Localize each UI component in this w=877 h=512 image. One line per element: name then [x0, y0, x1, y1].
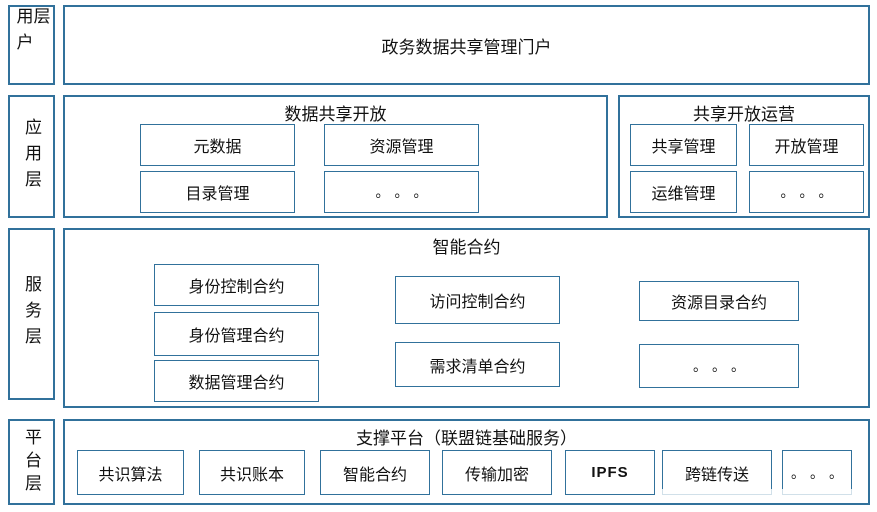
box-smart-contract: 智能合约 [320, 450, 430, 495]
box-catalog-management: 目录管理 [140, 171, 295, 213]
box-open-management: 开放管理 [749, 124, 864, 166]
portal-box: 政务数据共享管理门户 [63, 5, 870, 85]
layer-label-platform: 平台层 [8, 419, 55, 505]
box-data-sharing-ellipsis: 。。。 [324, 171, 479, 213]
box-access-control-contract: 访问控制合约 [395, 276, 560, 324]
portal-title: 政务数据共享管理门户 [381, 37, 552, 57]
box-identity-control-contract: 身份控制合约 [154, 264, 319, 306]
group-data-sharing-title: 数据共享开放 [284, 105, 387, 124]
layer-label-service: 服务层 [8, 228, 55, 400]
group-open-operation: 共享开放运营 共享管理 开放管理 运维管理 。。。 [618, 95, 870, 218]
box-transport-encryption: 传输加密 [442, 450, 552, 495]
box-identity-management-contract: 身份管理合约 [154, 312, 319, 356]
box-resource-management: 资源管理 [324, 124, 479, 166]
group-support-platform: 支撑平台（联盟链基础服务） 共识算法 共识账本 智能合约 传输加密 IPFS 跨… [63, 419, 870, 505]
layer-label-platform-text: 平台层 [22, 427, 41, 497]
layer-label-application: 应用层 [8, 95, 55, 218]
watermark-overlay [655, 489, 867, 502]
group-open-operation-title: 共享开放运营 [693, 105, 795, 124]
layer-label-application-text: 应用层 [22, 117, 41, 196]
box-data-management-contract: 数据管理合约 [154, 360, 319, 402]
group-support-platform-title: 支撑平台（联盟链基础服务） [356, 429, 577, 448]
box-operations-management: 运维管理 [630, 171, 737, 213]
box-consensus-ledger: 共识账本 [199, 450, 305, 495]
box-metadata: 元数据 [140, 124, 295, 166]
box-platform-ellipsis: 。。。 [782, 450, 852, 495]
box-ipfs: IPFS [565, 450, 655, 495]
box-demand-list-contract: 需求清单合约 [395, 342, 560, 387]
box-sharing-management: 共享管理 [630, 124, 737, 166]
group-smart-contracts-title: 智能合约 [432, 238, 501, 257]
layer-label-user-text: 用户层 [13, 7, 50, 59]
box-smart-contracts-ellipsis: 。。。 [639, 344, 799, 388]
box-open-operation-ellipsis: 。。。 [749, 171, 864, 213]
box-consensus-algorithm: 共识算法 [77, 450, 184, 495]
box-resource-catalog-contract: 资源目录合约 [639, 281, 799, 321]
layer-label-user: 用户层 [8, 5, 55, 85]
box-cross-chain-transfer: 跨链传送 [662, 450, 772, 495]
group-data-sharing: 数据共享开放 元数据 资源管理 目录管理 。。。 [63, 95, 608, 218]
group-smart-contracts: 智能合约 身份控制合约 身份管理合约 数据管理合约 访问控制合约 需求清单合约 … [63, 228, 870, 408]
layer-label-service-text: 服务层 [22, 275, 41, 353]
